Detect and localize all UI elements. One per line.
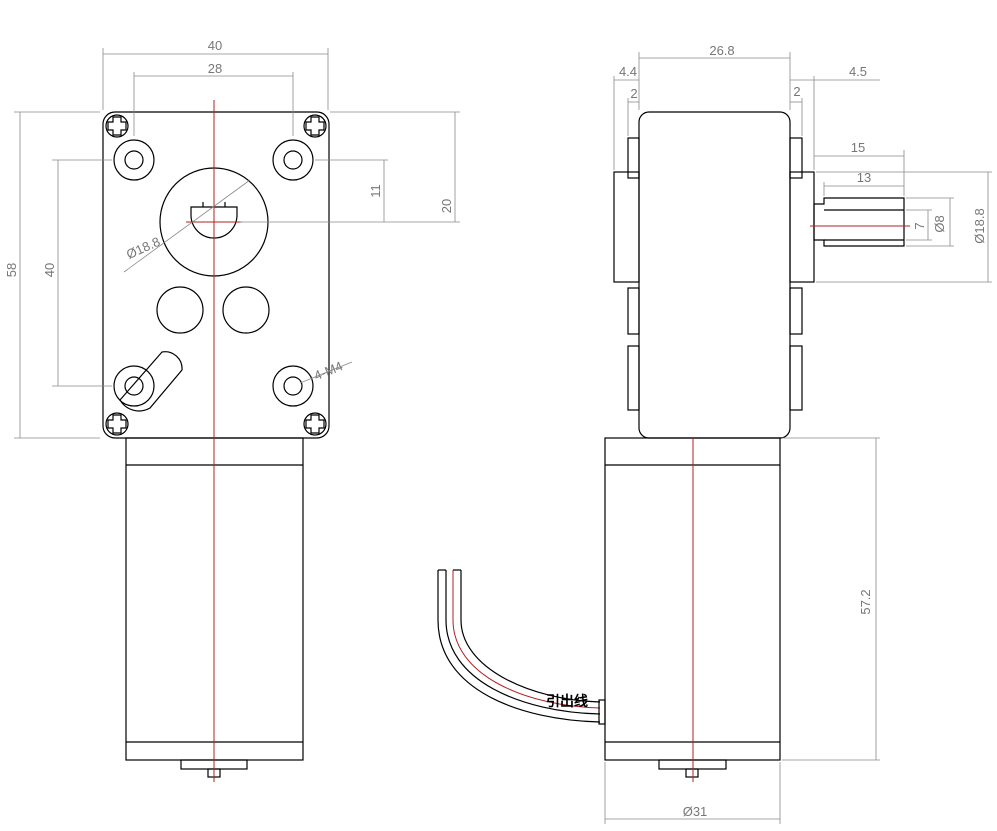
side-view: 引出线 26.8 4.4 2 2 4.5 — [437, 43, 992, 824]
lead-wire-label: 引出线 — [546, 693, 588, 709]
dimension-depth: 26.8 — [638, 43, 791, 110]
dim-label-flat-length: 13 — [857, 170, 871, 185]
dimension-boss-diameter: Ø18.8 — [816, 171, 992, 283]
mounting-hole — [272, 139, 314, 181]
dimension-flat-size: 7 — [906, 209, 932, 241]
dimension-height: 58 — [4, 111, 100, 439]
dim-label-hole-spacing-y: 40 — [42, 263, 57, 277]
dim-label-width: 40 — [208, 38, 222, 53]
callout-label-thread: 4-M4 — [312, 358, 345, 383]
mounting-hole — [113, 351, 183, 412]
dimension-hole-spacing-y: 40 — [42, 159, 112, 387]
dim-label-shaft-to-edge: 20 — [439, 199, 454, 213]
flange-tab-left — [627, 287, 640, 335]
through-hole — [222, 286, 270, 334]
gearbox-side-body — [638, 111, 791, 439]
dimension-width: 40 — [102, 38, 329, 110]
dimension-right-flange: 2 — [790, 84, 803, 136]
flange-tab-left — [627, 137, 640, 179]
dimension-motor-diameter: Ø31 — [604, 762, 781, 824]
dim-label-flat-size: 7 — [912, 222, 927, 229]
dim-label-motor-length: 57.2 — [858, 589, 873, 614]
dimension-flat-length: 13 — [823, 170, 904, 196]
flange-tab-left — [613, 171, 640, 283]
dim-label-hole-spacing-x: 28 — [208, 61, 222, 76]
dim-label-shaft-offset: 11 — [368, 184, 383, 198]
output-shaft — [813, 197, 905, 247]
flange-tab-right — [789, 345, 803, 411]
dim-label-motor-diameter: Ø31 — [683, 804, 708, 819]
mounting-hole — [272, 365, 314, 407]
wire-grommet — [598, 699, 606, 725]
gearbox-plate — [102, 111, 330, 439]
dim-label-height: 58 — [4, 263, 19, 277]
dim-label-right-flange: 2 — [793, 84, 800, 99]
flange-tab-right — [789, 137, 803, 179]
dim-label-shaft-length: 15 — [851, 140, 865, 155]
dim-label-left-offset: 4.4 — [619, 64, 637, 79]
dimension-shaft-diameter: Ø8 — [906, 197, 954, 247]
dimension-right-offset: 4.5 — [790, 64, 880, 170]
callout-boss-diameter: Ø18.8 — [123, 179, 251, 273]
corner-screw — [303, 412, 327, 436]
callout-thread: 4-M4 — [299, 358, 353, 384]
front-view: 40 28 58 40 11 20 — [4, 38, 460, 782]
dim-label-depth: 26.8 — [709, 43, 734, 58]
corner-screw — [105, 114, 129, 138]
dimension-hole-spacing-x: 28 — [133, 61, 294, 136]
flange-tab-right — [789, 287, 803, 335]
dimension-shaft-length: 15 — [814, 140, 905, 196]
corner-screw — [303, 114, 327, 138]
motor-rear-shaft — [685, 768, 699, 778]
dimension-left-offset: 4.4 — [613, 64, 639, 170]
dim-label-left-flange: 2 — [630, 86, 637, 101]
corner-screw — [105, 412, 129, 436]
dim-label-shaft-diameter: Ø8 — [932, 215, 947, 232]
flange-tab-right — [789, 171, 815, 283]
flange-tab-left — [627, 345, 640, 411]
lead-wires — [437, 569, 606, 725]
dimension-shaft-offset: 11 — [240, 159, 460, 223]
mounting-hole — [113, 139, 155, 181]
through-hole — [156, 286, 204, 334]
dim-label-boss-diameter: Ø18.8 — [972, 208, 987, 243]
dimension-shaft-to-edge: 20 — [330, 111, 460, 222]
dimension-motor-length: 57.2 — [782, 437, 880, 761]
dimension-left-flange: 2 — [627, 86, 639, 136]
dim-label-right-offset: 4.5 — [849, 64, 867, 79]
